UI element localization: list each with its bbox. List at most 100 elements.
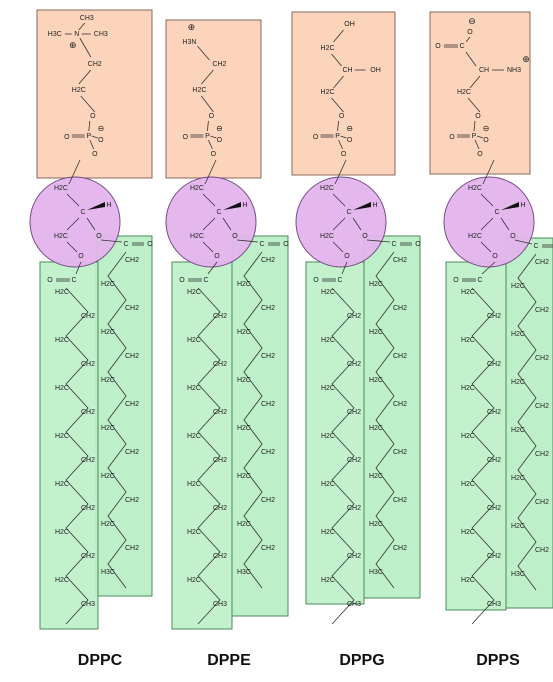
dppe-acyl-right-carbon: H2C (237, 473, 251, 480)
dppe-amine: H3N (182, 39, 196, 46)
dppe-acyl-chain-right-backbone (243, 251, 263, 589)
dppc-acyl-left-carbon: CH2 (81, 409, 95, 416)
dppc-carbonyl-carbon-left: C (71, 277, 76, 284)
dppc-carbonyl-carbon-right: C (123, 241, 128, 248)
dppe-acyl-right-carbon: CH2 (261, 401, 275, 408)
dppe-bond-o-carbonyl-right (236, 239, 259, 243)
dppg-acyl-left-carbon: CH2 (347, 457, 361, 464)
dppc-acyl-left-carbon: CH3 (81, 601, 95, 608)
dppe-acyl-right-carbon: CH2 (261, 353, 275, 360)
dppg-glycerol-ch2-bottom: H2C (320, 233, 334, 240)
dppc-acyl-right-carbon: CH2 (125, 257, 139, 264)
dppe-carbonyl-oxygen-right: O (283, 241, 289, 248)
dppg-acyl-right-carbon: CH2 (393, 401, 407, 408)
dppg-phosphate-oxygen-double: O (313, 134, 319, 141)
dppc-acyl-left-carbon: H2C (55, 385, 69, 392)
dppc-acyl-right-carbon: CH2 (125, 305, 139, 312)
dppg-bond-o-carbonyl-left (341, 261, 348, 275)
dpps-carbonyl-oxygen-left: O (453, 277, 459, 284)
dpps-phosphate-oxygen-anion: O (483, 137, 489, 144)
dppe-acyl-right-carbon: H2C (237, 521, 251, 528)
dppc-carbonyl-oxygen-right: O (147, 241, 153, 248)
dppc-acyl-right-carbon: H2C (101, 473, 115, 480)
dpps-acyl-right-carbon: H2C (511, 523, 525, 530)
dppc-nitrogen-charge: ⊕ (69, 40, 77, 50)
dpps-phosphate-bond-anion (476, 135, 484, 139)
dppc-ester-oxygen-2: O (92, 151, 98, 158)
dppc-acyl-left-carbon: H2C (55, 289, 69, 296)
dppc-acyl-right-carbon: H2C (101, 329, 115, 336)
dppe-acyl-left-carbon: H2C (187, 337, 201, 344)
dppg-ch: CH (342, 67, 352, 74)
dppe-ester-oxygen-sn1: O (214, 253, 220, 260)
dppg-acyl-right-carbon: H2C (369, 281, 383, 288)
dpps-ammonium: NH3 (507, 67, 521, 74)
dppe-acyl-right-carbon: CH2 (261, 545, 275, 552)
dppe-acyl-chain-left-backbone (197, 287, 221, 625)
dpps-acyl-right-carbon: CH2 (535, 307, 549, 314)
dpps-acyl-right-carbon: CH2 (535, 451, 549, 458)
dppc-acyl-right-carbon: CH2 (125, 449, 139, 456)
dpps-carbonyl-carbon-right: C (533, 243, 538, 250)
dppg-acyl-left-carbon: CH2 (347, 313, 361, 320)
dppe-bond-ch2-o-sn1 (202, 241, 214, 253)
dppc-phosphate-oxygen-anion: O (98, 137, 104, 144)
dpps-acyl-right-carbon: H2C (511, 283, 525, 290)
dppe-phosphate-bond-up (207, 120, 209, 132)
dppe-phosphate-bond-down (208, 139, 213, 150)
dpps-carboxylate-charge: ⊖ (468, 16, 476, 26)
dppg-bond-ch-ch2 (333, 75, 344, 89)
dppe-acyl-right-carbon: H2C (237, 425, 251, 432)
dppg-phosphate-charge: ⊖ (346, 124, 353, 133)
dppe-bond-c-ch2 (202, 217, 216, 231)
dppg-acyl-right-carbon: CH2 (393, 257, 407, 264)
dppc-acyl-right-carbon: H2C (101, 425, 115, 432)
dppc-phosphate-bond-down (89, 139, 95, 150)
dppe-headgroup-box (165, 19, 262, 179)
dppg-glycerol-ch2-top: H2C (320, 185, 334, 192)
dppc-bond-o-carbonyl-left (75, 261, 82, 275)
dppe-ester-oxygen-1: O (209, 113, 215, 120)
dppc-acyl-right-carbon: H2C (101, 521, 115, 528)
dppg-acyl-left-carbon: H2C (321, 433, 335, 440)
dpps-glycerol-hydrogen: H (520, 202, 525, 209)
dppg-bond-o-carbonyl-right (366, 239, 391, 243)
dppc-acyl-right-carbon: CH2 (125, 497, 139, 504)
dpps-acyl-right-carbon: H2C (511, 427, 525, 434)
dpps-stereo-wedge (501, 202, 519, 210)
dppe-bond-ch2-o (201, 95, 214, 113)
dpps-acyl-right-carbon: CH2 (535, 259, 549, 266)
dppc-glycerol-ch2-top: H2C (54, 185, 68, 192)
dpps-carbonyl-carbon-left: C (477, 277, 482, 284)
dppc-phosphorus: P (86, 133, 91, 140)
dppg-acyl-right-carbon: H2C (369, 329, 383, 336)
dppc-glycerol-ch2-bottom: H2C (54, 233, 68, 240)
dppg-bond-c-ch2 (332, 217, 346, 231)
dppe-acyl-left-carbon: H2C (187, 289, 201, 296)
dppe-acyl-left-carbon: CH2 (213, 457, 227, 464)
dppc-acyl-left-carbon: CH2 (81, 313, 95, 320)
dppg-ester-oxygen-sn2: O (362, 233, 368, 240)
dpps-glycerol-ch2-bottom: H2C (468, 233, 482, 240)
dppe-glycerol-central-carbon: C (216, 209, 221, 216)
dpps-acyl-left-carbon: CH2 (487, 505, 501, 512)
dpps-acyl-left-carbon: CH3 (487, 601, 501, 608)
lipid-name-dpps: DPPS (476, 652, 520, 669)
dpps-acyl-left-carbon: CH2 (487, 409, 501, 416)
dppc-acyl-right-carbon: CH2 (125, 401, 139, 408)
dppc-phosphate-oxygen-double: O (64, 134, 70, 141)
dppc-acyl-right-carbon: H2C (101, 281, 115, 288)
dpps-acyl-left-carbon: CH2 (487, 553, 501, 560)
dppg-ester-oxygen-sn1: O (344, 253, 350, 260)
dppg-phosphate-bond-up (337, 120, 339, 132)
dppc-acyl-left-carbon: H2C (55, 433, 69, 440)
dppg-phosphate-bond-down (338, 139, 343, 150)
dppg-carbonyl-carbon-right: C (391, 241, 396, 248)
dpps-phosphorus: P (472, 133, 477, 140)
dppe-ester-oxygen-2: O (211, 151, 217, 158)
dppe-ch2-b: H2C (192, 87, 206, 94)
dppe-bond-glycerol-c (202, 193, 216, 207)
